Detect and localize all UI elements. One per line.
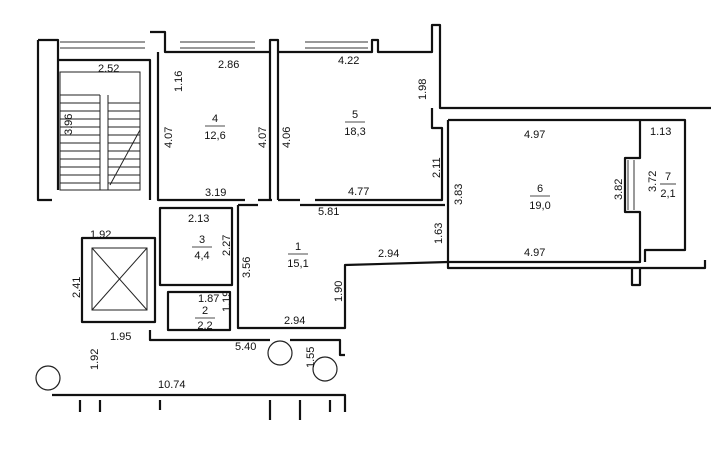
dimension-label: 3.72 <box>647 171 659 192</box>
dimension-label: 5.81 <box>318 206 339 218</box>
dimension-label: 1.19 <box>221 291 233 312</box>
dimension-label: 4.97 <box>524 247 545 259</box>
dimension-label: 1.95 <box>110 331 131 343</box>
wall-stairwell <box>36 38 152 202</box>
room-7-number: 7 <box>665 171 671 183</box>
dimension-label: 1.63 <box>433 223 445 244</box>
room-5-number: 5 <box>352 109 358 121</box>
dimension-label: 1.98 <box>417 79 429 100</box>
wall-right-bottom <box>446 260 707 287</box>
room-5-area: 18,3 <box>344 126 365 138</box>
dimension-label: 4.22 <box>338 55 359 67</box>
wall-room-2 <box>166 290 232 332</box>
wall-room-6 <box>446 118 687 264</box>
room-1-number: 1 <box>295 241 301 253</box>
dimension-label: 2.86 <box>218 59 239 71</box>
dimension-label: 1.55 <box>305 347 317 368</box>
windows <box>60 41 635 210</box>
dimension-label: 3.83 <box>453 184 465 205</box>
dimension-label: 3.96 <box>63 114 75 135</box>
dimension-label: 4.07 <box>257 127 269 148</box>
wall-room-5 <box>278 108 444 202</box>
room-6-number: 6 <box>537 183 543 195</box>
dimension-label: 1.90 <box>333 281 345 302</box>
wall-room-1 <box>236 203 449 330</box>
column-circle <box>267 340 293 366</box>
walls <box>36 23 711 420</box>
room-2-area: 2,2 <box>197 320 212 332</box>
dimension-label: 1.92 <box>89 349 101 370</box>
elevator-symbol <box>91 247 148 311</box>
wall-corridor <box>52 330 347 420</box>
dimension-label: 5.40 <box>235 341 256 353</box>
wall-room-3 <box>158 206 234 287</box>
wall-top <box>150 23 711 110</box>
room-4-area: 12,6 <box>204 130 225 142</box>
room-4-number: 4 <box>212 113 218 125</box>
room-labels: 4 12,6 5 18,3 6 19,0 7 2,1 1 15,1 3 4,4 … <box>192 109 676 332</box>
dimension-label: 4.97 <box>524 129 545 141</box>
dimension-label: 3.56 <box>241 257 253 278</box>
dimension-label: 2.94 <box>378 248 399 260</box>
room-3-number: 3 <box>199 234 205 246</box>
dimension-label: 2.41 <box>71 277 83 298</box>
dimension-label: 1.16 <box>173 71 185 92</box>
wall-elevator <box>80 236 157 324</box>
room-2-number: 2 <box>202 305 208 317</box>
room-3-area: 4,4 <box>194 250 209 262</box>
dimension-label: 2.11 <box>431 157 443 178</box>
dimension-label: 1.13 <box>650 126 671 138</box>
room-1-area: 15,1 <box>287 258 308 270</box>
column-circle <box>312 356 338 382</box>
stairs <box>59 71 141 191</box>
room-7-area: 2,1 <box>660 188 675 200</box>
dimension-label: 3.19 <box>205 187 226 199</box>
column-circle <box>35 365 61 391</box>
dimension-label: 2.94 <box>284 315 305 327</box>
dimension-label: 2.13 <box>188 213 209 225</box>
dimension-label: 3.82 <box>613 179 625 200</box>
columns <box>35 340 338 391</box>
dimension-label: 1.87 <box>198 293 219 305</box>
room-6-area: 19,0 <box>529 200 550 212</box>
dimension-label: 4.07 <box>163 127 175 148</box>
dimension-label: 2.27 <box>221 235 233 256</box>
dimension-label: 10.74 <box>158 379 186 391</box>
dimension-label: 2.52 <box>98 63 119 75</box>
dimension-labels: 2.52 3.96 1.92 2.41 1.95 1.92 10.74 1.16… <box>63 55 671 391</box>
dimension-label: 1.92 <box>90 229 111 241</box>
dimension-label: 4.77 <box>348 186 369 198</box>
wall-room-4 <box>156 52 280 202</box>
dimension-label: 4.06 <box>281 127 293 148</box>
